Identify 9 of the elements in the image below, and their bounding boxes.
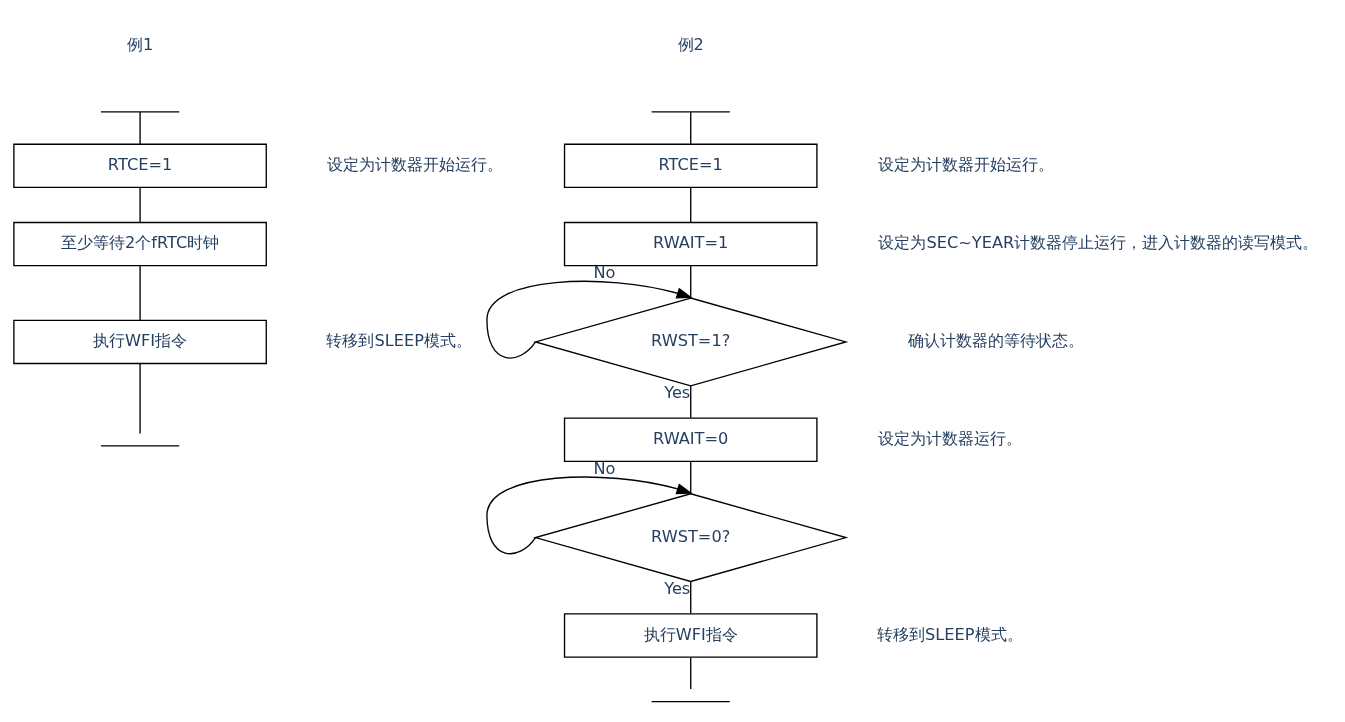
node-label: 设定为计数器开始运行。 [327,154,504,174]
node-label: 转移到SLEEP模式。 [877,624,1023,644]
label: 例2 [677,34,704,54]
label: 例1 [126,34,154,54]
node-label: 转移到SLEEP模式。 [326,330,472,350]
node-label: 设定为计数器运行。 [877,428,1022,448]
node-label: 设定为SEC~YEAR计数器停止运行，进入计数器的读写模式。 [878,232,1319,252]
node-label: 确认计数器的等待状态。 [907,330,1084,350]
node-label: 设定为计数器开始运行。 [878,154,1055,174]
